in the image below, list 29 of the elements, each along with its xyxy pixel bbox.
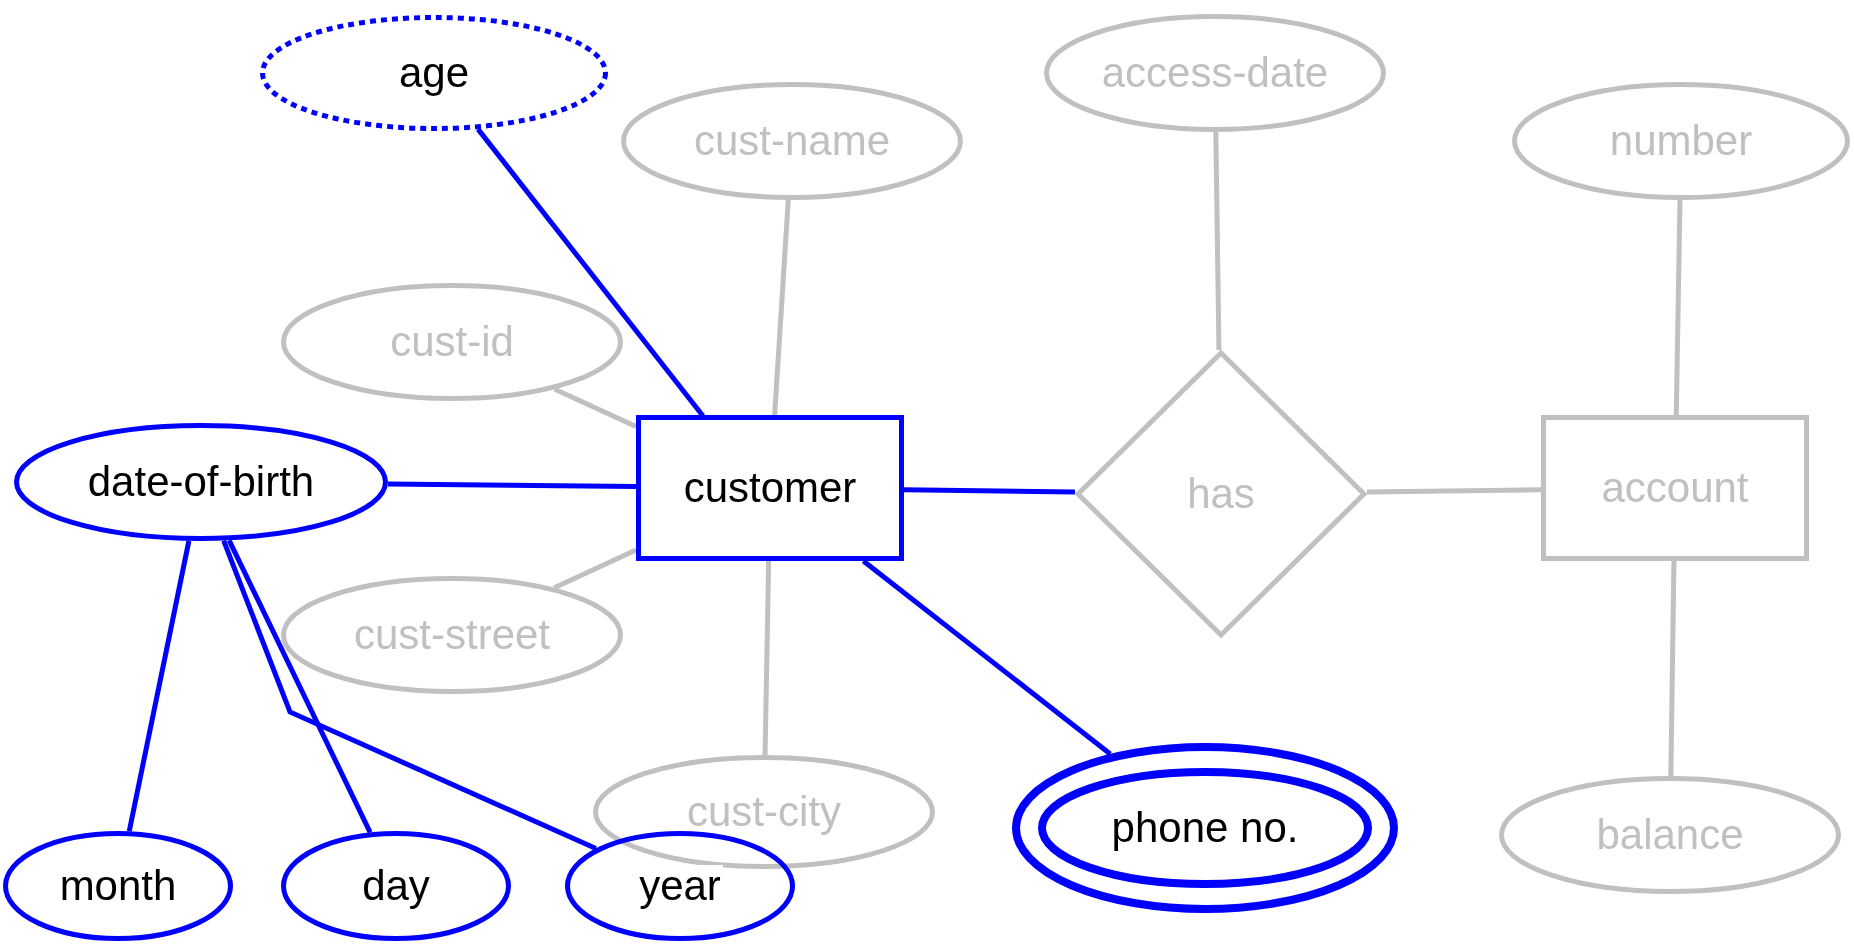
connector-line [903,487,1075,495]
attribute-ellipse [621,82,963,200]
attribute-ellipse [14,423,388,541]
connector-line [126,540,192,832]
connector-line [553,547,638,590]
connector-line [1673,199,1683,416]
connector-line [226,539,373,834]
connector-line [553,386,638,429]
derived-attribute-ellipse [260,15,608,131]
connector-line [1668,560,1677,777]
attribute-ellipse [1044,14,1386,132]
attribute-ellipse [1499,776,1841,894]
connector-line [387,481,637,490]
attribute-ellipse [281,831,511,941]
connector-line [1213,131,1222,351]
node-label: year [637,865,723,907]
entity-box [636,415,904,561]
connector-line [772,199,791,416]
attribute-ellipse [1512,82,1850,200]
relationship-diamond [1073,348,1369,640]
multivalued-attribute-ellipse [1012,743,1398,913]
attribute-ellipse [3,831,233,941]
attribute-ellipse [593,755,935,869]
connector-line [861,559,1112,756]
entity-box [1541,415,1809,561]
attribute-ellipse [281,283,623,401]
connector-line [1367,487,1542,495]
attribute-ellipse [281,576,623,694]
connector-line [762,560,772,756]
